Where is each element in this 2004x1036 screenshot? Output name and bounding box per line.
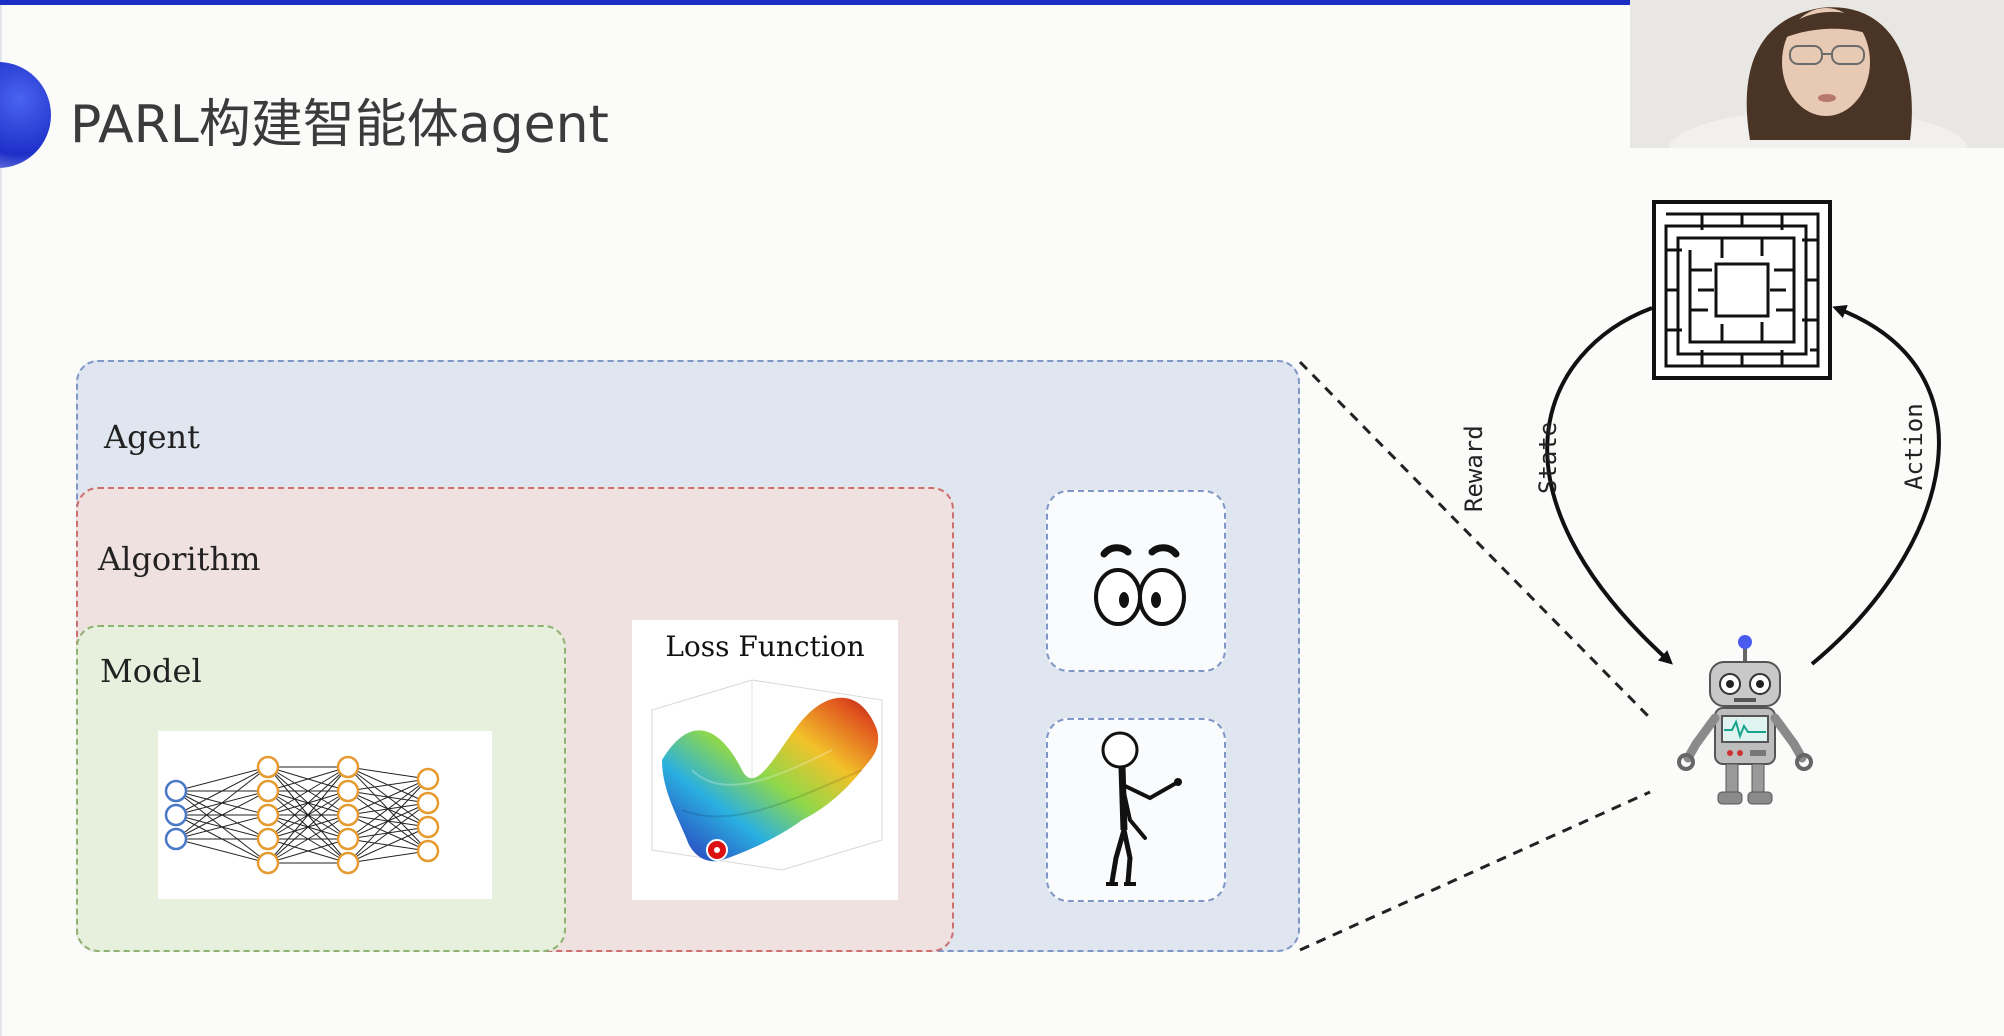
model-label: Model xyxy=(100,652,202,690)
nn-edge xyxy=(347,766,429,780)
nn-node xyxy=(164,779,188,803)
nn-node xyxy=(336,803,360,827)
nn-node xyxy=(256,803,280,827)
nn-edge xyxy=(347,778,429,840)
nn-edge xyxy=(347,778,429,792)
nn-edge xyxy=(347,778,429,864)
nn-node xyxy=(164,803,188,827)
slide-title: PARL构建智能体agent xyxy=(70,95,609,155)
nn-edge xyxy=(175,814,269,840)
nn-node xyxy=(416,815,440,839)
nn-edge xyxy=(267,766,349,792)
nn-node xyxy=(336,755,360,779)
nn-edge xyxy=(347,778,429,816)
nn-node xyxy=(416,767,440,791)
robot-icon xyxy=(1677,635,1813,805)
loss-surface-image xyxy=(632,620,898,900)
neural-network-image xyxy=(158,731,492,899)
nn-node xyxy=(416,791,440,815)
nn-edge xyxy=(175,766,269,840)
nn-edge xyxy=(267,766,349,864)
nn-node xyxy=(256,827,280,851)
agent-label: Agent xyxy=(104,418,200,456)
nn-edge xyxy=(267,838,349,864)
nn-edge xyxy=(175,766,269,792)
slide-top-border xyxy=(0,0,2004,5)
action-label: Action xyxy=(1900,403,1928,490)
nn-node xyxy=(256,755,280,779)
loss-surface-icon xyxy=(651,679,883,871)
nn-edge xyxy=(347,850,429,864)
act-container xyxy=(1046,718,1226,902)
nn-edge xyxy=(267,790,349,864)
nn-edge xyxy=(347,802,429,864)
presenter-video-icon xyxy=(1630,0,2004,148)
nn-edge xyxy=(175,790,269,840)
maze-icon xyxy=(1652,200,1832,380)
slide-left-border xyxy=(0,5,2,1036)
nn-edge xyxy=(347,826,429,864)
nn-edge xyxy=(267,766,349,816)
nn-node xyxy=(416,839,440,863)
algorithm-label: Algorithm xyxy=(98,540,261,578)
eyes-icon xyxy=(1094,544,1186,626)
nn-node xyxy=(164,827,188,851)
loss-function-label: Loss Function xyxy=(665,630,865,663)
stick-figure-icon xyxy=(1101,731,1182,886)
webcam-overlay xyxy=(1630,0,2004,148)
nn-edge xyxy=(175,838,269,864)
neural-network-icon xyxy=(164,755,440,875)
feedback-loop-arrows xyxy=(1545,305,1941,666)
state-label: State xyxy=(1534,421,1562,494)
nn-edge xyxy=(267,766,349,840)
nn-edge xyxy=(267,814,349,864)
nn-edge xyxy=(175,766,269,816)
observe-container xyxy=(1046,490,1226,672)
nn-node xyxy=(336,827,360,851)
nn-node xyxy=(256,779,280,803)
reward-label: Reward xyxy=(1460,425,1488,512)
nn-node xyxy=(336,779,360,803)
nn-node xyxy=(336,851,360,875)
nn-node xyxy=(256,851,280,875)
